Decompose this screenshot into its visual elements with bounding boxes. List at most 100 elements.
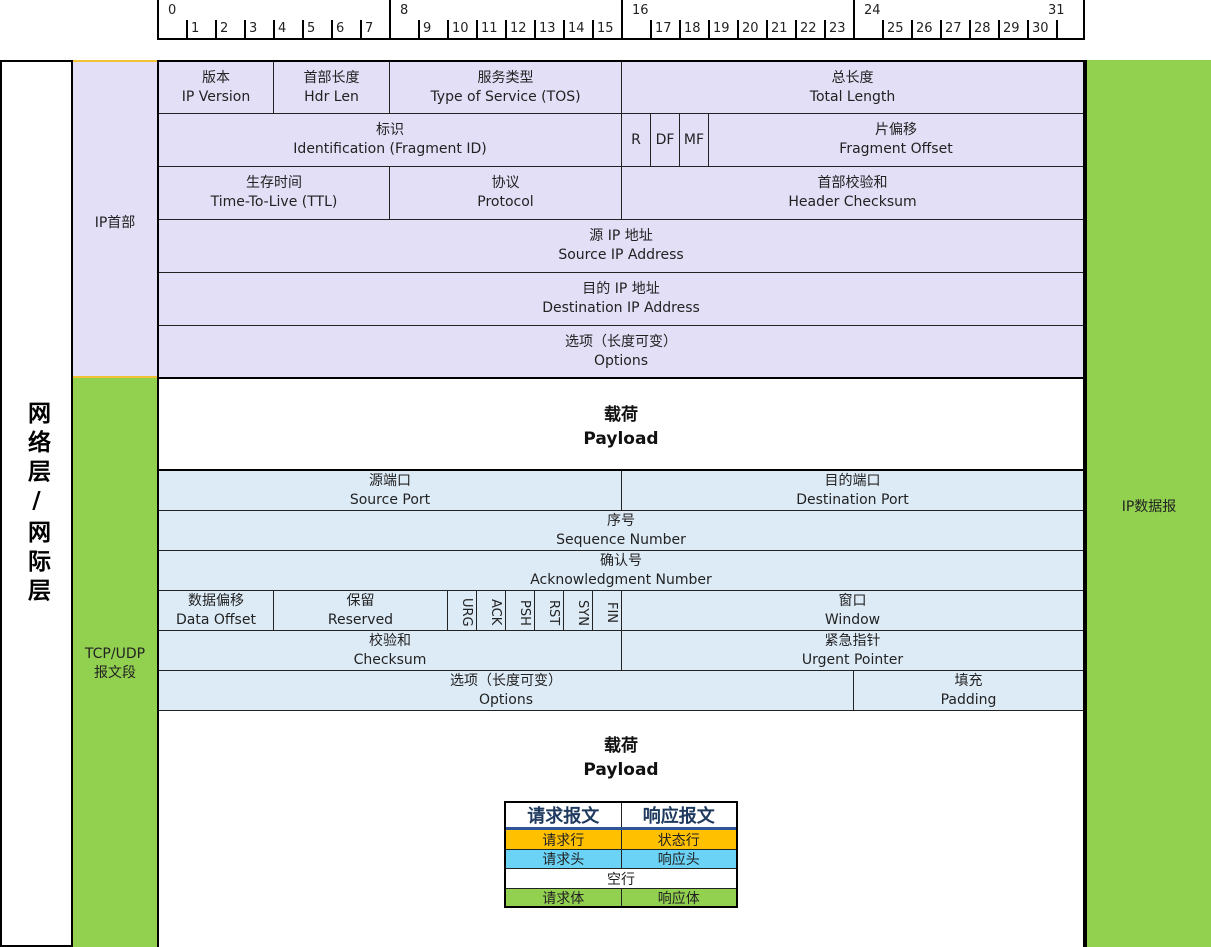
field-en: Total Length bbox=[809, 88, 896, 105]
response-body-cell: 响应体 bbox=[657, 890, 700, 907]
ruler-tick bbox=[418, 20, 420, 38]
payload-en: Payload bbox=[583, 760, 659, 780]
field-zh: 紧急指针 bbox=[824, 632, 881, 649]
tcp-urgent-pointer-field: 紧急指针 Urgent Pointer bbox=[622, 631, 1083, 671]
ruler-tick bbox=[766, 20, 768, 38]
field-zh: 版本 bbox=[202, 69, 230, 86]
tcp-reserved-field: 保留 Reserved bbox=[274, 591, 448, 631]
field-zh: 首部校验和 bbox=[817, 175, 888, 191]
ruler-tick bbox=[273, 20, 275, 38]
ruler-bit-number: 19 bbox=[713, 21, 730, 36]
ruler-tick bbox=[882, 20, 884, 38]
flag-label: R bbox=[631, 131, 641, 148]
ruler-tick bbox=[447, 20, 449, 38]
payload-zh: 载荷 bbox=[604, 736, 638, 756]
ruler-bit-number: 18 bbox=[684, 21, 701, 36]
ruler-tick bbox=[331, 20, 333, 38]
field-en: Options bbox=[593, 352, 649, 369]
field-zh: 源端口 bbox=[369, 472, 411, 489]
flag-label: MF bbox=[683, 131, 705, 148]
tcp-flag-psh: PSH bbox=[506, 591, 535, 631]
ruler-tick bbox=[1027, 20, 1029, 38]
ruler-tick bbox=[621, 0, 623, 38]
field-en: Destination Port bbox=[796, 491, 909, 508]
ruler-bit-number: 23 bbox=[829, 21, 846, 36]
field-en: Urgent Pointer bbox=[801, 651, 904, 668]
field-zh: 目的 IP 地址 bbox=[582, 281, 660, 297]
ip-header-label: IP首部 bbox=[94, 215, 136, 231]
ruler-tick bbox=[737, 20, 739, 38]
field-en: Reserved bbox=[327, 611, 394, 628]
ruler-tick bbox=[795, 20, 797, 38]
ip-flag-df: DF bbox=[651, 114, 680, 167]
ruler-bit-number: 30 bbox=[1032, 21, 1049, 36]
tcp-flag-urg: URG bbox=[448, 591, 477, 631]
field-zh: 选项（长度可变） bbox=[450, 672, 562, 689]
field-zh: 片偏移 bbox=[875, 122, 917, 138]
ruler-bit-number: 6 bbox=[336, 21, 345, 36]
field-en: Sequence Number bbox=[556, 531, 686, 548]
http-body-row: 请求体 响应体 bbox=[506, 889, 736, 907]
ip-datagram-band: IP数据报 bbox=[1085, 60, 1211, 947]
ruler-tick bbox=[215, 20, 217, 38]
field-zh: 序号 bbox=[607, 512, 635, 529]
tcp-segment-label-line2: 报文段 bbox=[94, 665, 136, 681]
field-en: Header Checksum bbox=[788, 194, 917, 210]
field-en: Time-To-Live (TTL) bbox=[210, 194, 338, 210]
ip-flag-r: R bbox=[622, 114, 651, 167]
ruler-bit-number: 11 bbox=[481, 21, 498, 36]
http-start-line-row: 请求行 状态行 bbox=[506, 830, 736, 850]
ruler-tick bbox=[302, 20, 304, 38]
field-en: Checksum bbox=[353, 651, 427, 668]
field-en: Source IP Address bbox=[558, 247, 684, 263]
ruler-tick bbox=[534, 20, 536, 38]
field-en: Window bbox=[824, 611, 881, 628]
tcp-segment-label: TCP/UDP 报文段 bbox=[73, 645, 157, 683]
request-message-heading: 请求报文 bbox=[506, 803, 622, 827]
field-en: Identification (Fragment ID) bbox=[293, 141, 487, 157]
ip-datagram-label: IP数据报 bbox=[1121, 499, 1177, 515]
payload-en: Payload bbox=[583, 429, 659, 449]
ruler-tick bbox=[244, 20, 246, 38]
ruler-bit-number: 27 bbox=[945, 21, 962, 36]
ruler-bit-number: 0 bbox=[168, 3, 177, 18]
blank-line-cell: 空行 bbox=[607, 871, 635, 888]
tcp-flag-ack: ACK bbox=[477, 591, 506, 631]
ip-flag-mf: MF bbox=[680, 114, 709, 167]
ruler-bit-number: 7 bbox=[365, 21, 374, 36]
ruler-tick bbox=[708, 20, 710, 38]
ruler-tick bbox=[505, 20, 507, 38]
field-en: Padding bbox=[940, 691, 997, 708]
ruler-bit-number: 1 bbox=[191, 21, 200, 36]
field-zh: 目的端口 bbox=[824, 472, 881, 489]
http-message-table: 请求报文 响应报文 请求行 状态行 请求头 响应头 空行 请求体 响应体 bbox=[504, 801, 738, 908]
ip-header-band: IP首部 bbox=[73, 60, 157, 378]
ruler-tick bbox=[679, 20, 681, 38]
field-zh: 保留 bbox=[346, 592, 375, 609]
tcp-flag-fin: FIN bbox=[593, 591, 622, 631]
ruler-tick bbox=[911, 20, 913, 38]
field-zh: 生存时间 bbox=[246, 175, 302, 191]
ruler-bit-number: 8 bbox=[400, 3, 409, 18]
packet-frame bbox=[157, 60, 1085, 947]
ip-destination-address-field: 目的 IP 地址 Destination IP Address bbox=[159, 273, 1083, 326]
field-en: Protocol bbox=[477, 194, 534, 210]
ruler-bit-number: 26 bbox=[916, 21, 933, 36]
request-body-cell: 请求体 bbox=[506, 889, 622, 907]
payload-zh: 载荷 bbox=[604, 405, 638, 425]
field-zh: 确认号 bbox=[600, 552, 642, 569]
ruler-bit-number: 12 bbox=[510, 21, 527, 36]
field-zh: 数据偏移 bbox=[188, 592, 244, 609]
ruler-tick bbox=[592, 20, 594, 38]
ruler-bit-number: 15 bbox=[597, 21, 614, 36]
ip-ttl-field: 生存时间 Time-To-Live (TTL) bbox=[159, 167, 390, 220]
field-en: Destination IP Address bbox=[542, 300, 700, 316]
ruler-bit-number: 3 bbox=[249, 21, 258, 36]
